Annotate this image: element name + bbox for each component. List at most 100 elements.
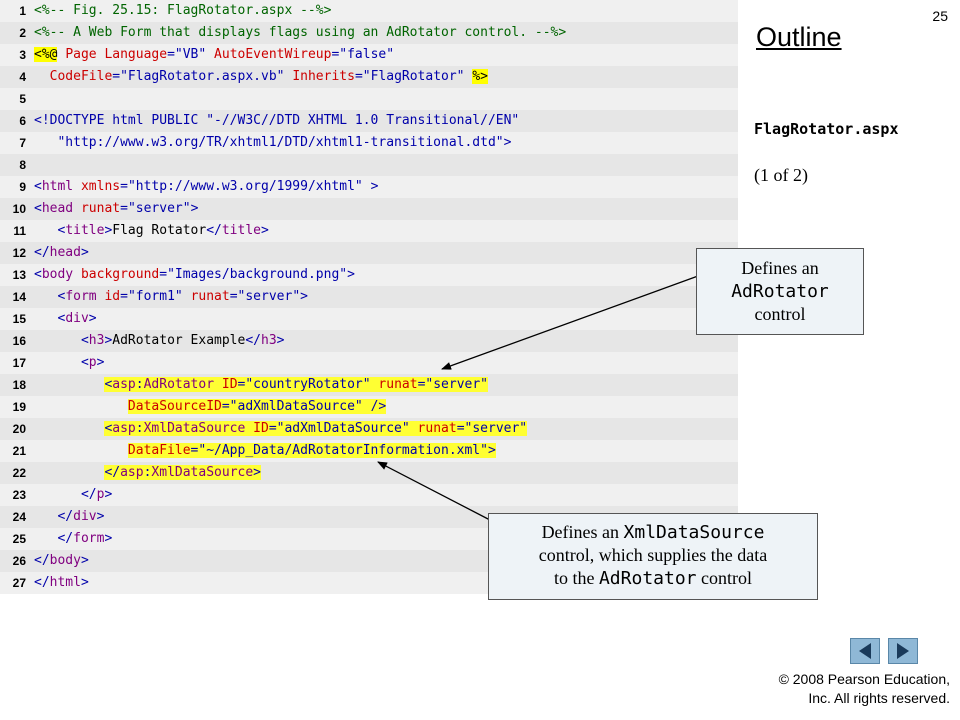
code-token: ID <box>221 377 238 392</box>
code-text: <title>Flag Rotator</title> <box>34 220 268 242</box>
callout-adrotator-line1: Defines an <box>741 258 819 278</box>
code-line: 2<%-- A Web Form that displays flags usi… <box>0 22 738 44</box>
code-token <box>245 421 254 436</box>
callout-xmldatasource: Defines an XmlDataSource control, which … <box>488 513 818 600</box>
code-text: <%-- A Web Form that displays flags usin… <box>34 22 566 44</box>
code-token: <%-- Fig. 25.15: FlagRotator.aspx --%> <box>34 3 332 18</box>
code-text: </asp:XmlDataSource> <box>34 462 261 484</box>
code-token: = <box>221 399 230 414</box>
line-number: 19 <box>12 400 26 414</box>
code-token: DataSourceID <box>127 399 222 414</box>
next-slide-button[interactable] <box>888 638 918 664</box>
code-token: > <box>253 465 261 480</box>
code-token: = <box>120 179 128 194</box>
callout-xml-part1: Defines an <box>541 522 624 542</box>
code-text: DataSourceID="adXmlDataSource" /> <box>34 396 387 418</box>
code-line: 19 DataSourceID="adXmlDataSource" /> <box>0 396 738 418</box>
code-line: 16 <h3>AdRotator Example</h3> <box>0 330 738 352</box>
code-line: 8 <box>0 154 738 176</box>
code-line: 14 <form id="form1" runat="server"> <box>0 286 738 308</box>
code-token: form <box>65 289 97 304</box>
line-number: 7 <box>19 136 26 150</box>
code-token: </ <box>245 333 261 348</box>
code-token: </ <box>34 245 50 260</box>
line-number: 13 <box>12 268 26 282</box>
code-token: <%-- A Web Form that displays flags usin… <box>34 25 567 40</box>
code-line: 18 <asp:AdRotator ID="countryRotator" ru… <box>0 374 738 396</box>
code-token: ID <box>253 421 269 436</box>
code-token: < <box>80 355 89 370</box>
copyright-notice: © 2008 Pearson Education, Inc. All right… <box>779 670 950 708</box>
code-token: = <box>417 377 426 392</box>
code-token: < <box>34 201 42 216</box>
line-number: 24 <box>12 510 26 524</box>
code-token: body <box>41 267 74 282</box>
code-token: > <box>88 311 97 326</box>
line-number: 15 <box>12 312 26 326</box>
code-token: "server" <box>237 289 301 304</box>
code-token: > <box>80 553 89 568</box>
code-token: </ <box>206 223 222 238</box>
line-number: 1 <box>19 4 26 18</box>
code-token: XmlDataSource <box>143 421 246 436</box>
callout-xml-part2: control, which supplies the data <box>538 545 768 565</box>
code-token: "http://www.w3.org/1999/xhtml" <box>127 179 363 194</box>
code-text: </p> <box>34 484 112 506</box>
code-token: > <box>96 509 105 524</box>
line-number: 21 <box>12 444 26 458</box>
code-text: <%@ Page Language="VB" AutoEventWireup="… <box>34 44 394 66</box>
code-text: DataFile="~/App_Data/AdRotatorInformatio… <box>34 440 496 462</box>
line-number: 16 <box>12 334 26 348</box>
code-line: 25 </form> <box>0 528 738 550</box>
code-token: "-//W3C//DTD XHTML 1.0 Transitional//EN" <box>206 113 520 128</box>
code-text: <p> <box>34 352 104 374</box>
code-token: < <box>34 267 42 282</box>
code-token: "VB" <box>174 47 207 62</box>
code-token: Page <box>65 47 97 62</box>
code-token: "server" <box>127 201 191 216</box>
code-line: 15 <div> <box>0 308 738 330</box>
code-token: > <box>362 179 379 194</box>
code-token: < <box>104 421 113 436</box>
code-token: id <box>104 289 121 304</box>
code-token: head <box>49 245 81 260</box>
code-token: </ <box>80 487 97 502</box>
code-token: < <box>57 289 66 304</box>
callout-adrotator-line3: control <box>754 304 806 324</box>
code-token: %> <box>472 69 488 84</box>
line-number: 12 <box>12 246 26 260</box>
code-token: = <box>112 69 121 84</box>
code-line: 21 DataFile="~/App_Data/AdRotatorInforma… <box>0 440 738 462</box>
code-token <box>370 377 379 392</box>
outline-title[interactable]: Outline <box>756 22 842 52</box>
code-token: asp <box>112 421 136 436</box>
code-token: body <box>49 553 81 568</box>
code-token: > <box>487 443 496 458</box>
line-number: 14 <box>12 290 26 304</box>
copyright-line1: © 2008 Pearson Education, <box>778 671 950 687</box>
code-text: <h3>AdRotator Example</h3> <box>34 330 285 352</box>
code-token: = <box>190 443 199 458</box>
code-token: > <box>190 201 199 216</box>
code-token: Inherits <box>292 69 355 84</box>
previous-slide-button[interactable] <box>850 638 880 664</box>
code-line: 22 </asp:XmlDataSource> <box>0 462 738 484</box>
code-token: runat <box>190 289 230 304</box>
code-token: "adXmlDataSource" <box>276 421 410 436</box>
code-token: /> <box>370 399 387 414</box>
code-token: < <box>104 377 113 392</box>
code-token: div <box>65 311 89 326</box>
code-token: > <box>503 135 512 150</box>
code-token: html <box>49 575 81 590</box>
code-listing: 1 <%-- Fig. 25.15: FlagRotator.aspx --%> 2… <box>0 0 738 594</box>
code-token: title <box>65 223 105 238</box>
code-token: background <box>80 267 160 282</box>
triangle-left-icon <box>859 643 871 659</box>
code-token: "false" <box>339 47 395 62</box>
code-text: </div> <box>34 506 104 528</box>
code-token: Language <box>104 47 168 62</box>
code-line: 3<%@ Page Language="VB" AutoEventWireup=… <box>0 44 738 66</box>
code-token <box>362 399 371 414</box>
line-number: 23 <box>12 488 26 502</box>
